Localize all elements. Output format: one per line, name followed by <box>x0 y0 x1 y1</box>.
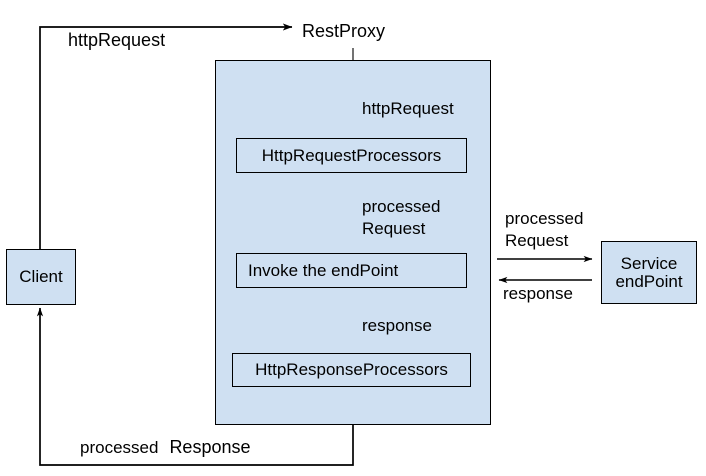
edge-label-response-bottom: Response <box>169 437 251 457</box>
node-service-endpoint-label-line2: endPoint <box>615 271 683 291</box>
edge-label-invoke-to-response-processors: response <box>362 316 432 335</box>
node-invoke-the-endpoint[interactable]: Invoke the endPoint <box>236 253 467 288</box>
edge-label-request-line-right: Request <box>505 230 569 250</box>
node-client-label: Client <box>19 267 63 287</box>
edge-label-request-line: Request <box>362 218 426 238</box>
node-service-endpoint[interactable]: Service endPoint <box>601 241 697 304</box>
edge-label-proxy-to-request-processors: httpRequest <box>362 99 454 118</box>
edge-client-to-restproxy <box>39 23 293 250</box>
edge-label-processed-line: processed <box>362 197 441 216</box>
edge-label-response-to-client: processed Response <box>80 437 251 457</box>
node-client[interactable]: Client <box>6 249 76 305</box>
edge-label-invoke-to-service: processed Request <box>505 208 583 252</box>
node-http-request-processors[interactable]: HttpRequestProcessors <box>236 138 467 173</box>
node-service-endpoint-label-line1: Service <box>620 253 678 273</box>
edge-label-processed-bottom: processed <box>80 438 159 457</box>
node-http-response-processors-label: HttpResponseProcessors <box>255 360 448 380</box>
edge-label-request-processors-to-invoke: processed Request <box>362 196 440 240</box>
node-invoke-the-endpoint-label: Invoke the endPoint <box>248 260 399 280</box>
node-http-request-processors-label: HttpRequestProcessors <box>261 145 442 165</box>
edge-label-processed-line-right: processed <box>505 209 584 228</box>
edge-label-client-to-restproxy: httpRequest <box>68 30 166 50</box>
edge-response-processors-to-client <box>36 307 354 466</box>
node-http-response-processors[interactable]: HttpResponseProcessors <box>232 353 471 387</box>
edge-label-service-to-invoke: response <box>503 284 573 303</box>
node-restproxy-label: RestProxy <box>302 21 386 41</box>
